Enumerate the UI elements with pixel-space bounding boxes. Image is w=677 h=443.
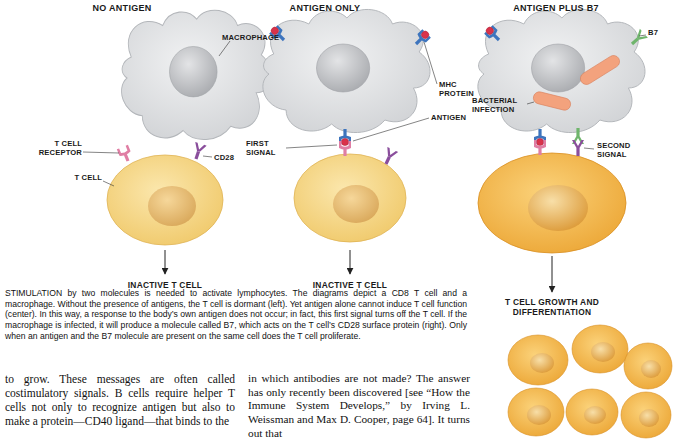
b7-molecule (628, 29, 648, 49)
cd28-protein (381, 147, 399, 167)
result-arrow (350, 250, 351, 274)
signal-label: SECOND SIGNAL (597, 141, 641, 159)
result-arrow (552, 256, 553, 292)
body-text: in which antibodies are not made? The an… (248, 372, 470, 441)
result-arrow (165, 250, 166, 274)
macrophage (263, 9, 430, 132)
part-label: MHC PROTEIN (439, 80, 479, 98)
outcome-label: T CELL GROWTH AND DIFFERENTIATION (493, 297, 611, 317)
part-label: ANTIGEN (431, 113, 466, 122)
part-label: MACROPHAGE (222, 33, 279, 42)
part-label: B7 (648, 28, 658, 37)
part-label: T CELL RECEPTOR (32, 139, 82, 157)
macrophage (122, 10, 272, 139)
part-label: BACTERIAL INFECTION (472, 96, 526, 114)
panel-heading: ANTIGEN ONLY (290, 3, 361, 14)
part-label: T CELL (75, 173, 102, 182)
nucleus (528, 185, 588, 231)
bacterium (532, 91, 572, 112)
t-cell (478, 153, 626, 253)
signal-label: FIRST SIGNAL (246, 139, 284, 157)
mhc-protein (483, 24, 503, 44)
part-label: CD28 (214, 153, 234, 162)
panel-heading: NO ANTIGEN (92, 3, 151, 14)
cd28-protein (190, 142, 206, 161)
figure-caption: STIMULATION by two molecules is needed t… (5, 288, 467, 342)
bacterium (578, 53, 622, 86)
proliferating-t-cells (508, 325, 672, 438)
cd28-protein (572, 140, 584, 156)
t-cell-receptor (534, 140, 546, 155)
t-cell-receptor (117, 145, 134, 163)
mhc-protein (412, 28, 432, 48)
t-cell (107, 155, 223, 245)
macrophage (478, 9, 645, 132)
nucleus (333, 185, 379, 223)
nucleus (148, 186, 196, 226)
panel-heading: ANTIGEN PLUS B7 (513, 3, 599, 14)
t-cell (294, 154, 406, 242)
t-cell-receptor (339, 141, 351, 156)
body-text: to grow. These messages are often called… (5, 372, 235, 428)
